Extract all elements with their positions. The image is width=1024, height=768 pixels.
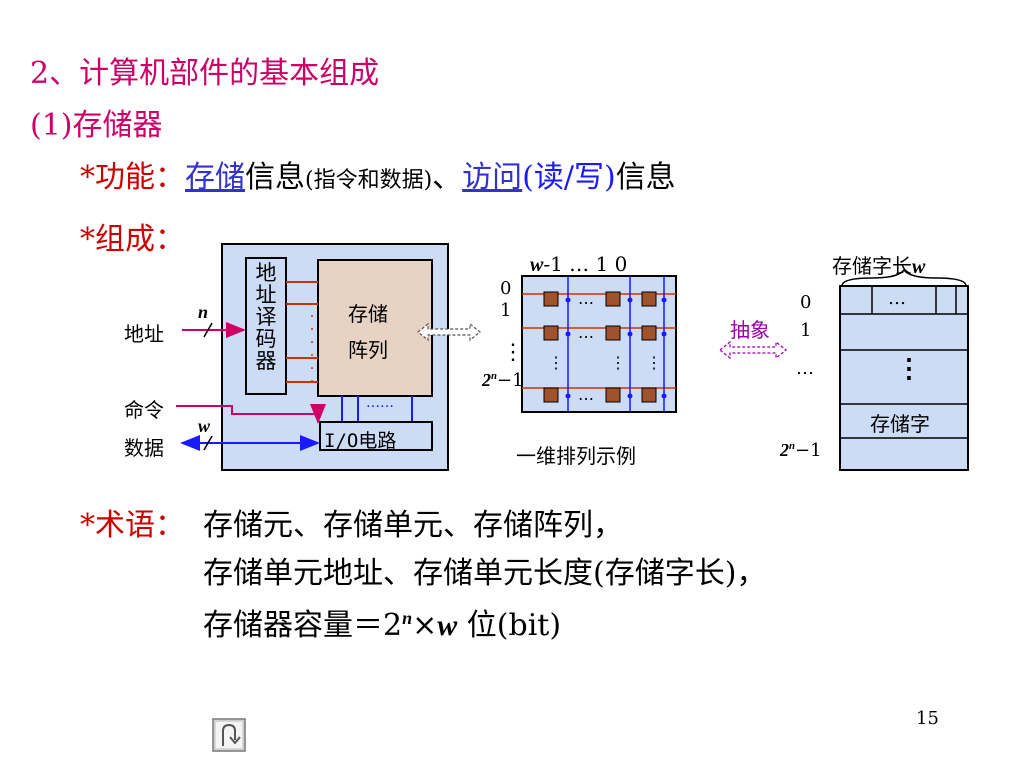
page-number: 15	[916, 708, 939, 729]
data-label: 数据	[124, 436, 164, 460]
word-row-dots: …	[796, 358, 814, 379]
command-arrow	[176, 404, 326, 424]
sub-heading: (1)存储器	[30, 108, 163, 143]
info-text-2: 信息	[615, 160, 676, 195]
double-arrow-1	[416, 322, 482, 346]
memory-block-svg	[176, 243, 449, 471]
address-decoder-box	[245, 257, 287, 395]
function-label: 功能：	[95, 160, 185, 195]
array-caption: 一维排列示例	[516, 444, 636, 468]
svg-text:…: …	[578, 289, 594, 308]
word-row-last: 2n−1	[780, 440, 822, 461]
array-grid-svg: … … … ⋮ ⋮ ⋮	[521, 275, 677, 413]
word-cell-dots: …	[888, 288, 906, 309]
terms-line-3: 存储器容量＝2n×w 位(bit)	[203, 608, 562, 643]
terms-line-1: 存储元、存储单元、存储阵列，	[203, 508, 623, 543]
array-label-line1: 存储	[348, 302, 388, 326]
separator: 、	[432, 160, 463, 195]
function-line: *功能：存储信息(指令和数据)、访问(读/写)信息	[80, 152, 676, 196]
row-label-0: 0	[500, 278, 512, 299]
double-arrow-2	[718, 340, 788, 364]
return-button[interactable]	[212, 718, 246, 752]
svg-text:…: …	[578, 385, 594, 404]
store-link[interactable]: 存储	[185, 160, 245, 195]
bit-lines	[341, 396, 413, 422]
access-link[interactable]: 访问	[462, 160, 523, 195]
data-bus-slash	[203, 435, 213, 451]
decoder-label: 地址译码器	[255, 261, 277, 373]
memory-block-diagram: 地址译码器 ······ 存储 阵列 …… I/O电路 地址 n 命令 数据 w	[120, 238, 460, 478]
row-vertical-dots: ⋮	[502, 340, 524, 365]
array-example-diagram: w-1 … 1 0 … … … ⋮ ⋮ ⋮ 0 1 ⋮ 2n−1 一维排列示例	[480, 250, 690, 470]
memory-word-panel	[839, 285, 969, 471]
svg-text:…: …	[578, 323, 594, 342]
info-paren: (指令和数据)	[305, 168, 433, 193]
svg-text:⋮: ⋮	[610, 353, 626, 372]
bullet-star: *	[80, 160, 95, 195]
word-vertical-dots: ⋮	[896, 354, 922, 384]
address-bus-slash	[203, 322, 213, 338]
section-heading: 2、计算机部件的基本组成	[30, 56, 380, 91]
memory-word-diagram: 存储字长w … 0 1 … ⋮ 存储字 2n−1	[780, 248, 980, 478]
word-row-1: 1	[800, 320, 812, 341]
terms-line-2: 存储单元地址、存储单元长度(存储字长)，	[203, 556, 767, 591]
io-dots: ……	[366, 395, 394, 411]
read-write-text: (读/写)	[522, 160, 616, 195]
word-row-0: 0	[800, 292, 812, 313]
n-label: n	[198, 302, 209, 322]
row-label-last: 2n−1	[482, 370, 524, 391]
composition-label: *组成：	[80, 222, 185, 257]
array-label-line2: 阵列	[348, 338, 388, 362]
command-label: 命令	[124, 398, 164, 422]
column-header: w-1 … 1 0	[530, 252, 628, 276]
terms-label: *术语：	[80, 508, 185, 543]
svg-text:⋮: ⋮	[646, 353, 662, 372]
storage-array-box	[317, 259, 433, 397]
io-circuit-box	[319, 421, 433, 451]
memory-word-svg	[839, 268, 969, 471]
row-label-1: 1	[500, 300, 512, 321]
w-label: w	[198, 416, 211, 436]
abstract-label: 抽象	[730, 318, 770, 342]
array-row-dots: ······	[309, 307, 315, 390]
storage-cells	[543, 291, 657, 403]
word-lines	[286, 281, 318, 383]
svg-text:⋮: ⋮	[548, 353, 564, 372]
return-icon	[212, 718, 246, 752]
address-label: 地址	[124, 322, 164, 346]
info-text-1: 信息	[245, 160, 305, 195]
memory-word-label: 存储字	[870, 412, 930, 436]
word-brace	[841, 268, 967, 287]
io-circuit-label: I/O电路	[324, 430, 397, 452]
